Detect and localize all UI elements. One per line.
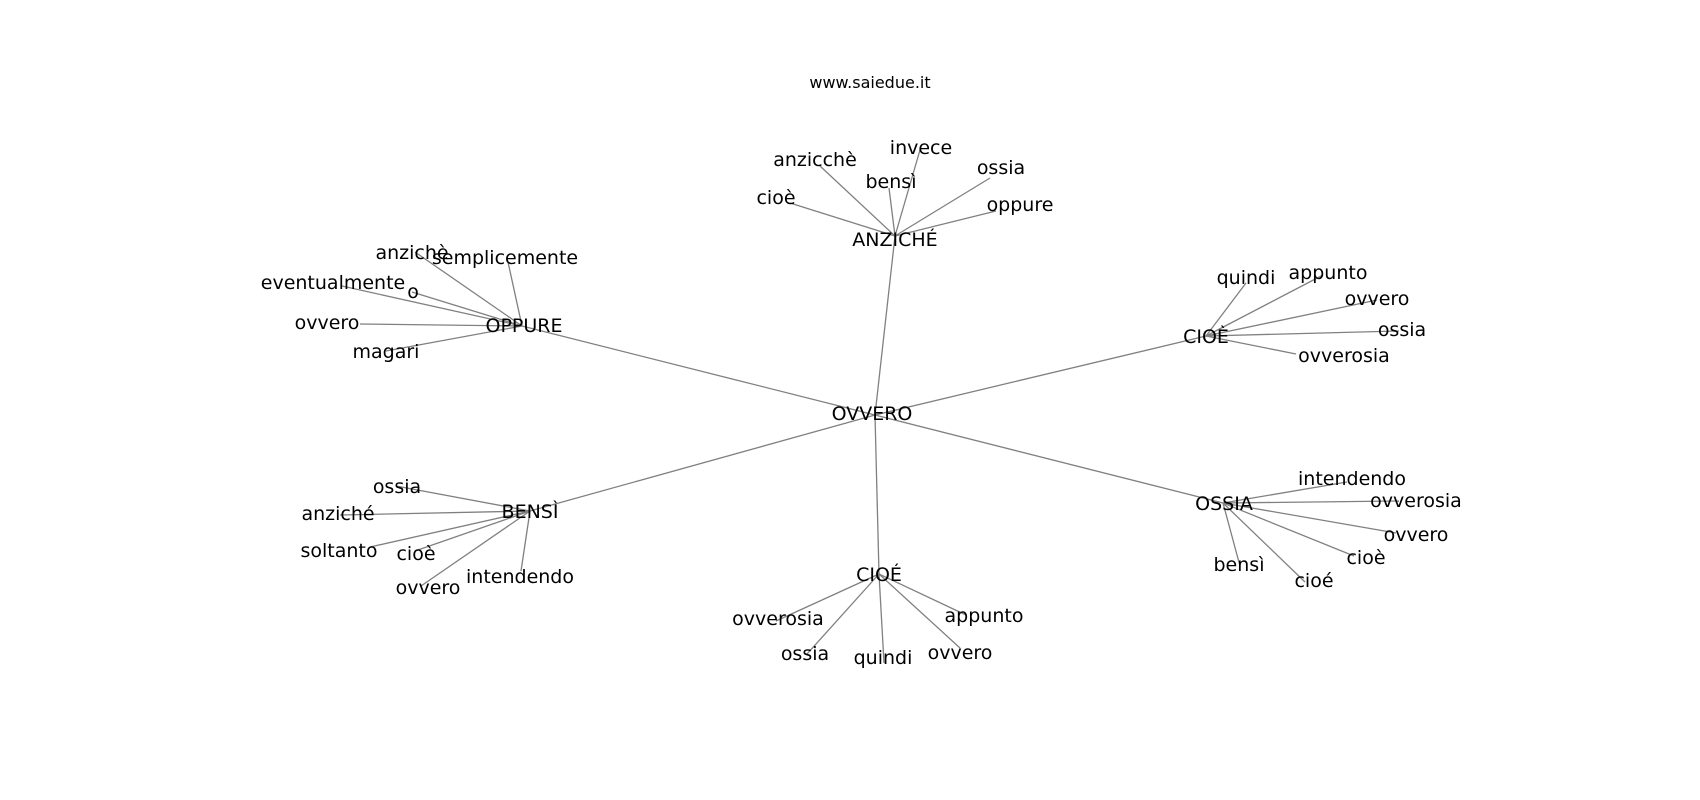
child-edge <box>414 251 523 327</box>
leaf-node-label: anzichè <box>375 242 448 264</box>
leaf-node-label: cioè <box>396 543 435 565</box>
leaf-node-label: intendendo <box>466 566 574 588</box>
child-edge <box>411 291 523 327</box>
branch-node-label: BENSÌ <box>502 500 559 523</box>
child-edge <box>414 510 531 552</box>
leaf-node-label: oppure <box>987 194 1054 216</box>
child-edge <box>1205 330 1400 337</box>
child-edge <box>894 177 991 237</box>
leaf-node-label: ovverosia <box>732 608 824 630</box>
child-edge <box>775 573 880 622</box>
child-edge <box>1222 500 1400 504</box>
leaf-node-label: ovvero <box>1384 524 1449 546</box>
child-edge <box>339 510 531 516</box>
leaf-node-label: ossia <box>781 643 829 665</box>
leaf-node-label: bensì <box>1214 554 1265 576</box>
child-edge <box>395 485 531 512</box>
leaf-node-label: cioè <box>756 187 795 209</box>
leaf-node-label: ovvero <box>928 642 993 664</box>
branch-node-label: OSSIA <box>1195 493 1253 515</box>
leaf-node-label: bensì <box>866 171 917 193</box>
child-edge <box>789 202 896 237</box>
branch-node-label: CIOÈ <box>1183 325 1229 348</box>
leaf-node-label: eventualmente <box>261 272 405 294</box>
leaf-node-label: quindi <box>1217 267 1276 289</box>
leaf-node-label: anziché <box>301 503 374 525</box>
leaf-node-label: soltanto <box>300 540 377 562</box>
child-edge <box>878 573 967 616</box>
leaf-node-label: o <box>407 281 419 303</box>
leaf-node-label: cioè <box>1346 547 1385 569</box>
leaf-node-label: appunto <box>945 605 1024 627</box>
child-edge <box>894 149 921 237</box>
child-edge <box>878 573 961 649</box>
leaf-node-label: magari <box>353 341 420 363</box>
child-edge <box>520 510 531 572</box>
child-edge <box>420 510 531 587</box>
graph-edges <box>339 149 1400 664</box>
leaf-node-label: ovverosia <box>1370 490 1462 512</box>
leaf-node-label: ossia <box>1378 319 1426 341</box>
child-edge <box>878 573 885 664</box>
child-edge <box>894 210 997 237</box>
root-edge <box>529 414 876 512</box>
child-edge <box>1222 502 1241 567</box>
root-edge <box>521 325 876 416</box>
root-edge <box>874 335 1207 416</box>
branch-node-label: OPPURE <box>486 315 563 337</box>
child-edge <box>1222 502 1397 534</box>
child-edge <box>819 165 896 237</box>
branch-node-label: ANZICHÉ <box>852 228 937 251</box>
leaf-node-label: appunto <box>1289 262 1368 284</box>
leaf-node-label: ovvero <box>295 312 360 334</box>
child-edge <box>1205 335 1297 355</box>
child-edge <box>806 573 880 655</box>
leaf-node-label: ovvero <box>396 577 461 599</box>
child-edge <box>1205 282 1247 337</box>
branch-node-label: CIOÉ <box>856 563 902 586</box>
leaf-node-label: ossia <box>977 157 1025 179</box>
child-edge <box>1222 481 1348 504</box>
root-edge <box>874 414 1224 504</box>
leaf-node-label: cioé <box>1294 570 1333 592</box>
graph-labels: OVVERO ANZICHÉ cioè anzicchè bensì invece ossi… <box>261 137 1462 669</box>
leaf-node-label: invece <box>890 137 952 159</box>
root-edge <box>874 235 896 416</box>
child-edge <box>1205 299 1378 337</box>
child-edge <box>1222 502 1306 583</box>
source-label: www.saiedue.it <box>809 73 930 92</box>
leaf-node-label: semplicemente <box>432 247 578 269</box>
root-edge <box>874 414 880 575</box>
child-edge <box>888 187 896 237</box>
leaf-node-label: anzicchè <box>773 149 857 171</box>
child-edge <box>507 261 523 327</box>
child-edge <box>369 510 531 548</box>
leaf-node-label: ovverosia <box>1298 345 1390 367</box>
child-edge <box>359 323 523 327</box>
leaf-node-label: intendendo <box>1298 468 1406 490</box>
leaf-node-label: ovvero <box>1345 288 1410 310</box>
leaf-node-label: ossia <box>373 476 421 498</box>
child-edge <box>341 285 523 327</box>
child-edge <box>385 325 523 352</box>
root-node-label: OVVERO <box>832 403 913 425</box>
child-edge <box>1222 502 1355 557</box>
leaf-node-label: quindi <box>854 647 913 669</box>
child-edge <box>1205 274 1324 337</box>
